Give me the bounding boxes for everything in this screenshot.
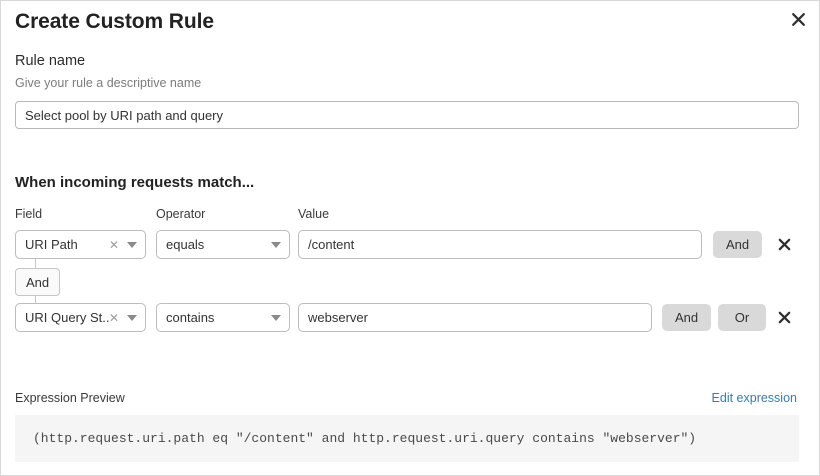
- dialog-title: Create Custom Rule: [15, 10, 214, 33]
- edit-expression-link[interactable]: Edit expression: [711, 391, 797, 405]
- field-select-0[interactable]: URI Path ✕: [15, 230, 146, 259]
- operator-select-1-value: contains: [166, 310, 215, 325]
- chevron-down-icon: [271, 241, 281, 248]
- remove-row-button-1[interactable]: [773, 305, 795, 329]
- connector-and-button[interactable]: And: [15, 268, 61, 296]
- connector-line-top: [35, 259, 36, 268]
- rule-row: URI Query St... ✕ contains And Or: [1, 303, 819, 332]
- field-select-0-value: URI Path: [25, 237, 78, 252]
- rule-name-help-text: Give your rule a descriptive name: [15, 76, 202, 90]
- logic-connector: And: [15, 259, 135, 305]
- rule-row: URI Path ✕ equals And: [1, 230, 819, 259]
- close-icon-glyph: [778, 238, 790, 250]
- rule-name-input[interactable]: [15, 101, 799, 129]
- close-icon-glyph: [778, 311, 790, 323]
- connector-line-bottom: [35, 296, 36, 305]
- value-input-0[interactable]: [298, 230, 702, 259]
- field-select-1[interactable]: URI Query St... ✕: [15, 303, 146, 332]
- column-header-field: Field: [15, 207, 43, 221]
- operator-select-0-value: equals: [166, 237, 205, 252]
- expression-preview-text: (http.request.uri.path eq "/content" and…: [33, 431, 697, 446]
- and-button-0[interactable]: And: [713, 231, 763, 258]
- clear-icon[interactable]: ✕: [108, 310, 119, 325]
- rule-name-label: Rule name: [15, 53, 86, 69]
- clear-icon[interactable]: ✕: [108, 237, 119, 252]
- value-input-1[interactable]: [298, 303, 652, 332]
- chevron-down-icon: [127, 241, 137, 248]
- close-icon[interactable]: [785, 6, 811, 32]
- column-header-value: Value: [298, 207, 330, 221]
- and-button-1[interactable]: And: [662, 304, 712, 331]
- column-header-operator: Operator: [156, 207, 206, 221]
- chevron-down-icon: [127, 314, 137, 321]
- operator-select-0[interactable]: equals: [156, 230, 290, 259]
- close-icon-glyph: [791, 12, 805, 26]
- chevron-down-icon: [271, 314, 281, 321]
- match-section-heading: When incoming requests match...: [15, 174, 255, 191]
- expression-preview-label: Expression Preview: [15, 391, 125, 405]
- remove-row-button-0[interactable]: [773, 232, 795, 256]
- operator-select-1[interactable]: contains: [156, 303, 290, 332]
- expression-preview-box: (http.request.uri.path eq "/content" and…: [15, 415, 799, 462]
- field-select-1-value: URI Query St...: [25, 310, 109, 325]
- or-button-1[interactable]: Or: [718, 304, 766, 331]
